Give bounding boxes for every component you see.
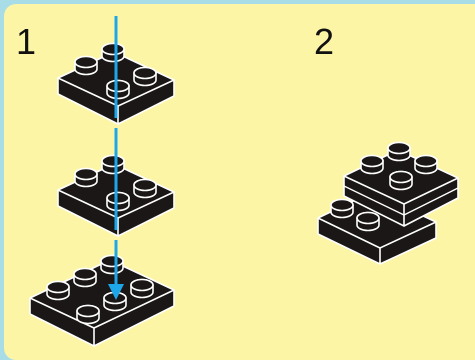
step-number-2: 2 [314, 21, 335, 62]
step-number-1: 1 [16, 21, 37, 62]
assembly-arrows [108, 16, 124, 300]
arrow-head-icon [108, 284, 124, 300]
assembled-brick [317, 141, 459, 265]
plate-bottom [29, 254, 175, 347]
